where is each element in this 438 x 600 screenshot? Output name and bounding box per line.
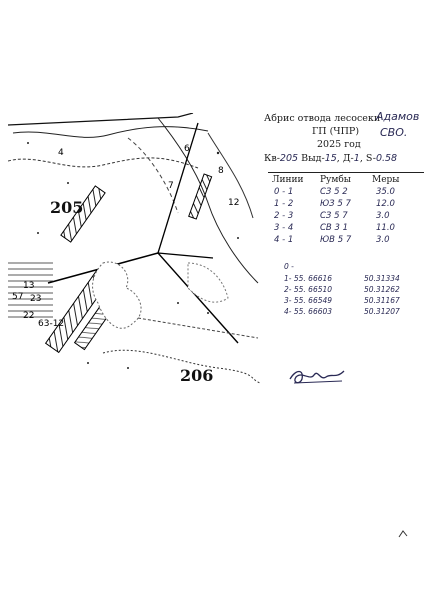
kv-vyd-line: Кв-205 Выд-15, Д-1, S-0.58: [264, 153, 397, 164]
map-fragment: 13: [23, 281, 34, 291]
map-fragment: 22: [23, 311, 34, 321]
coord-row: 2- 55. 66510 50.31262: [282, 285, 422, 296]
map-drawing: 205 206 4 6 8 7 12 13 22 23 57 63-12: [8, 113, 260, 398]
rhumb-cell: ЮВ 5 7: [320, 235, 352, 245]
rhumb-cell: СЗ 5 2: [320, 187, 348, 197]
coord-lon: 50.31334: [364, 274, 400, 283]
table-row: 2 - 3 СЗ 5 7 3.0: [268, 211, 424, 223]
rhumb-table: Линии Румбы Меры 0 - 1 СЗ 5 2 35.0 1 - 2…: [268, 172, 424, 249]
s-label: , S-: [359, 153, 376, 164]
title-line-2: ГП (ЧПР): [312, 126, 360, 137]
map-fragment: 4: [58, 148, 64, 158]
map-fragment: 6: [184, 144, 190, 154]
coord-row: 1- 55. 66616 50.31334: [282, 274, 422, 285]
map-fragment: 63-12: [38, 319, 64, 329]
coord-row: 3- 55. 66549 50.31167: [282, 296, 422, 307]
corner-mark-icon: [398, 530, 408, 538]
line-cell: 3 - 4: [274, 223, 294, 233]
block-206-label: 206: [180, 366, 213, 385]
measure-cell: 3.0: [376, 211, 390, 221]
coord-lon: 50.31207: [364, 307, 400, 316]
s-value: 0.58: [375, 153, 398, 164]
vyd-label: Выд-: [301, 153, 325, 164]
vyd-value: 15: [324, 153, 337, 164]
title-line-1: Абрис отвода лесосеки: [264, 113, 381, 124]
measure-cell: 35.0: [376, 187, 395, 197]
line-cell: 2 - 3: [274, 211, 294, 221]
measure-cell: 12.0: [376, 199, 395, 209]
coord-point: 4- 55. 66603: [284, 307, 333, 316]
table-row: 1 - 2 ЮЗ 5 7 12.0: [268, 199, 424, 211]
coord-point: 2- 55. 66510: [284, 285, 333, 294]
line-cell: 1 - 2: [274, 199, 294, 209]
coord-start: 0 -: [282, 262, 422, 273]
document-header: Абрис отвода лесосеки ГП (ЧПР) 2025 год …: [262, 110, 434, 170]
kv-value: 205: [279, 153, 299, 164]
col-header-lines: Линии: [272, 175, 304, 185]
measure-cell: 3.0: [376, 235, 390, 245]
table-row: 4 - 1 ЮВ 5 7 3.0: [268, 235, 424, 247]
line-cell: 4 - 1: [274, 235, 294, 245]
coord-start-label: 0 -: [284, 262, 294, 271]
coord-point: 3- 55. 66549: [284, 296, 333, 305]
col-header-measures: Меры: [372, 175, 400, 185]
coord-row: 4- 55. 66603 50.31207: [282, 307, 422, 318]
map-fragment: 7: [168, 181, 174, 191]
table-row: 3 - 4 СВ 3 1 11.0: [268, 223, 424, 235]
forest-map-fragment: 205 206 4 6 8 7 12 13 22 23 57 63-12: [8, 113, 260, 398]
title-line-3: 2025 год: [317, 139, 361, 150]
map-fragment: 23: [30, 294, 41, 304]
d-value: 1: [353, 153, 360, 164]
rhumb-cell: СЗ 5 7: [320, 211, 348, 221]
signature-icon: [289, 370, 345, 384]
handwritten-name: Адамов: [376, 110, 420, 123]
kv-label: Кв-: [264, 153, 280, 164]
map-fragment: 12: [228, 198, 239, 208]
coord-lon: 50.31262: [364, 285, 400, 294]
rhumb-cell: СВ 3 1: [320, 223, 348, 233]
table-row: 0 - 1 СЗ 5 2 35.0: [268, 187, 424, 199]
handwritten-org: СВО.: [380, 126, 408, 139]
line-cell: 0 - 1: [274, 187, 294, 197]
measure-cell: 11.0: [376, 223, 395, 233]
map-fragment: 8: [218, 166, 224, 176]
coord-point: 1- 55. 66616: [284, 274, 333, 283]
col-header-rhumbs: Румбы: [320, 175, 351, 185]
block-205-label: 205: [50, 198, 83, 217]
coord-lon: 50.31167: [364, 296, 400, 305]
map-fragment: 57: [12, 292, 23, 302]
d-label: , Д-: [336, 153, 354, 164]
rhumb-cell: ЮЗ 5 7: [320, 199, 351, 209]
